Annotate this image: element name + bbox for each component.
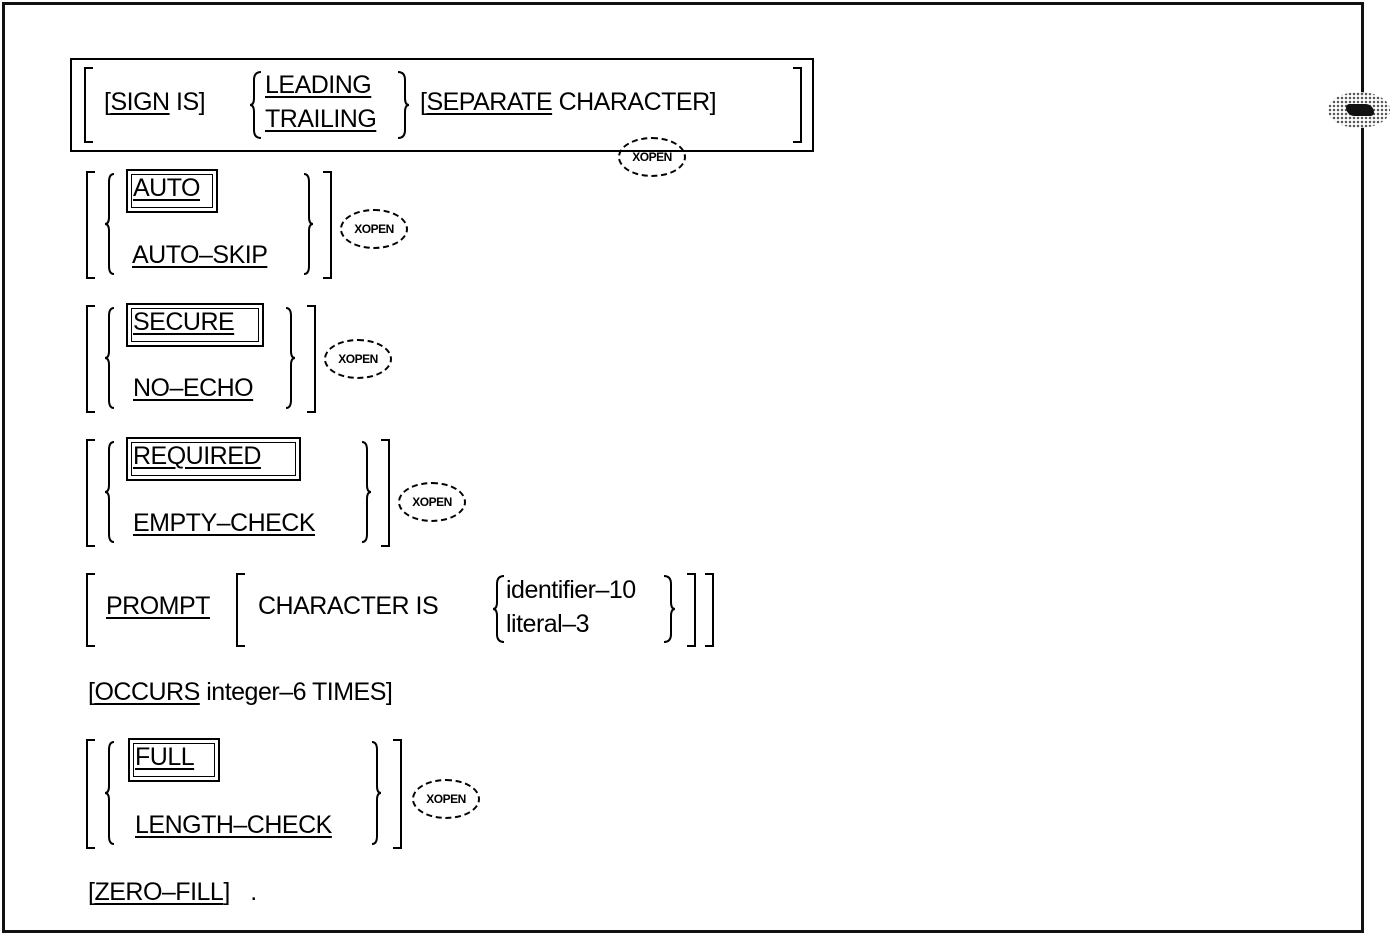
character-is-text: CHARACTER IS xyxy=(258,592,439,620)
prompt-keyword: PROMPT xyxy=(106,592,210,620)
literal-option: literal–3 xyxy=(506,610,590,638)
leading-trailing-brace-left xyxy=(249,71,262,139)
prompt-bracket-right xyxy=(705,573,714,647)
separate-optional-open: [ xyxy=(420,88,427,116)
auto-bracket-left xyxy=(86,171,95,279)
zero-fill-optional-open: [ xyxy=(88,878,95,906)
auto-default-box xyxy=(126,169,218,213)
required-brace-right xyxy=(361,441,372,543)
auto-bracket-right xyxy=(323,171,332,279)
no-echo-option: NO–ECHO xyxy=(133,374,254,402)
zero-fill-keyword: ZERO–FILL xyxy=(94,878,224,906)
occurs-keyword: OCCURS xyxy=(94,678,200,706)
full-bracket-left xyxy=(86,739,95,849)
empty-check-option: EMPTY–CHECK xyxy=(133,509,316,537)
syntax-frame xyxy=(2,2,1364,933)
separate-keyword: SEPARATE xyxy=(426,88,553,116)
full-option: FULL xyxy=(135,743,195,771)
xopen-marker-secure: XOPEN xyxy=(324,339,392,379)
secure-brace-left xyxy=(104,307,115,409)
secure-option: SECURE xyxy=(133,308,235,336)
auto-brace-left xyxy=(104,173,115,275)
sign-clause-bracket-left xyxy=(84,67,93,143)
sign-clause-box xyxy=(70,58,814,152)
secure-bracket-right xyxy=(307,305,316,413)
length-check-option: LENGTH–CHECK xyxy=(135,811,332,839)
required-bracket-right xyxy=(381,439,390,547)
prompt-brace-left xyxy=(492,575,505,643)
xopen-marker-required: XOPEN xyxy=(398,482,466,522)
zero-fill-optional-close: ] xyxy=(223,878,230,906)
sign-keyword: SIGN xyxy=(110,88,170,116)
full-brace-right xyxy=(371,741,382,845)
terminating-period: . xyxy=(250,878,257,906)
required-bracket-left xyxy=(86,439,95,547)
auto-skip-option: AUTO–SKIP xyxy=(132,241,268,269)
prompt-brace-right xyxy=(663,575,676,643)
required-default-box xyxy=(126,437,301,481)
occurs-optional-open: [ xyxy=(88,678,95,706)
xopen-marker-sign: XOPEN xyxy=(618,137,686,177)
full-bracket-right xyxy=(393,739,402,849)
sign-optional-open: [ xyxy=(104,88,111,116)
sign-is-text: IS] xyxy=(176,88,206,116)
xopen-marker-full: XOPEN xyxy=(412,779,480,819)
leading-trailing-brace-right xyxy=(397,71,410,139)
identifier-option: identifier–10 xyxy=(506,576,636,604)
xopen-marker-auto: XOPEN xyxy=(340,209,408,249)
prompt-inner-bracket-left xyxy=(236,573,245,647)
prompt-inner-bracket-right xyxy=(687,573,696,647)
full-default-box xyxy=(128,738,220,782)
auto-brace-right xyxy=(303,173,314,275)
pointing-hand-icon-core xyxy=(1346,104,1374,116)
auto-option: AUTO xyxy=(133,174,201,202)
separate-character-text: CHARACTER] xyxy=(558,88,717,116)
occurs-integer-times: integer–6 TIMES] xyxy=(206,678,393,706)
secure-bracket-left xyxy=(86,305,95,413)
sign-clause-bracket-right xyxy=(793,67,802,143)
leading-option: LEADING xyxy=(265,71,372,99)
required-brace-left xyxy=(104,441,115,543)
prompt-bracket-left xyxy=(86,573,95,647)
trailing-option: TRAILING xyxy=(265,105,377,133)
full-brace-left xyxy=(104,741,115,845)
secure-default-box xyxy=(126,303,264,347)
required-option: REQUIRED xyxy=(133,442,261,470)
secure-brace-right xyxy=(285,307,296,409)
